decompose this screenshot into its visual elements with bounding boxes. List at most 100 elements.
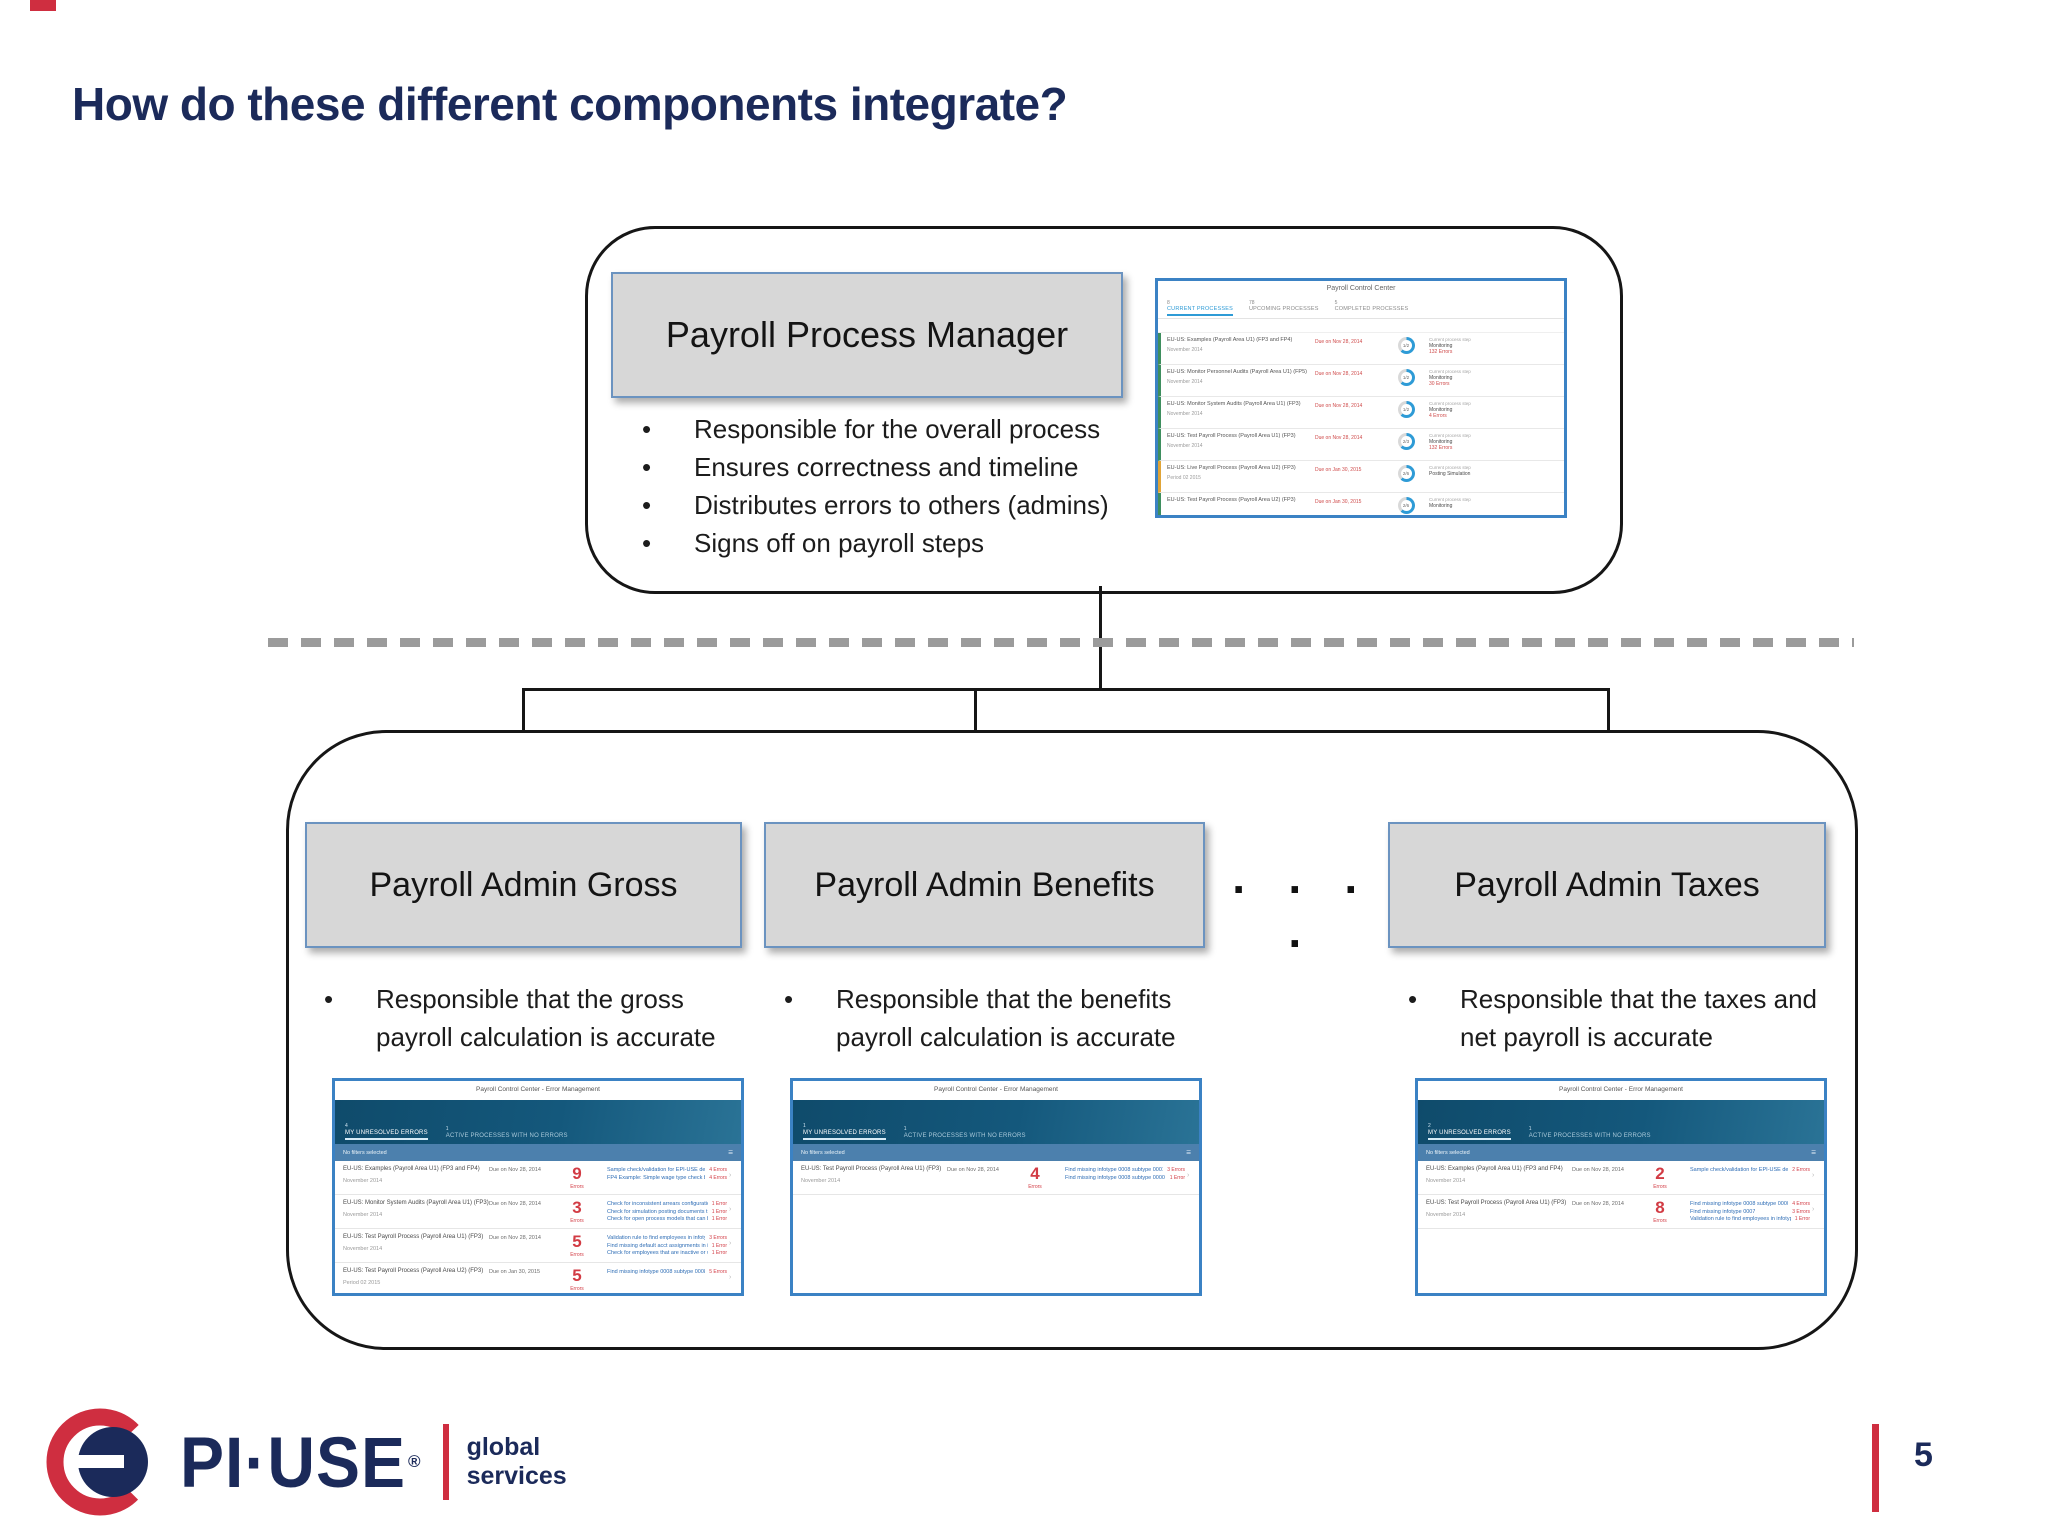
link-error-count: 1 Error	[1169, 1174, 1185, 1181]
error-count: 30 Errors	[1429, 381, 1450, 387]
error-link[interactable]: Check for employees that are inactive or…	[607, 1250, 708, 1256]
link-error-count: 4 Errors	[1792, 1201, 1810, 1207]
process-period: November 2014	[343, 1211, 383, 1218]
error-link[interactable]: Find missing infotype 0008 subtype 0008	[607, 1269, 706, 1275]
due-date: Due on Jan 30, 2015	[489, 1269, 541, 1275]
process-title: EU-US: Monitor Personnel Audits (Payroll…	[1167, 369, 1307, 375]
process-title: EU-US: Live Payroll Process (Payroll Are…	[1167, 465, 1296, 471]
chevron-right-icon[interactable]: ›	[1812, 1206, 1815, 1213]
error-row[interactable]: EU-US: Test Payroll Process (Payroll Are…	[1418, 1195, 1824, 1229]
chevron-right-icon[interactable]: ›	[729, 1274, 732, 1281]
progress-value: 2/3	[1400, 436, 1412, 447]
tab-count: 4	[345, 1123, 348, 1129]
page-number-bar	[1872, 1424, 1879, 1512]
tab-my-unresolved-errors[interactable]: 1 MY UNRESOLVED ERRORS	[803, 1123, 886, 1140]
process-title: EU-US: Test Payroll Process (Payroll Are…	[343, 1268, 484, 1274]
bullet-icon: •	[324, 984, 334, 1014]
error-link[interactable]: Check for open process models that can b…	[607, 1216, 708, 1222]
link-error-count: 4 Errors	[709, 1167, 727, 1173]
error-link[interactable]: Find missing infotype 0008 subtype 0000	[1065, 1174, 1165, 1181]
process-title: EU-US: Monitor System Audits (Payroll Ar…	[1167, 401, 1301, 407]
error-row[interactable]: EU-US: Examples (Payroll Area U1) (FP3 a…	[335, 1161, 741, 1195]
list-item: • Distributes errors to others (admins)	[636, 486, 1136, 524]
process-period: November 2014	[343, 1245, 383, 1252]
tab-completed-processes[interactable]: 5 COMPLETED PROCESSES	[1335, 300, 1409, 318]
progress-ring: 2/6	[1397, 465, 1415, 482]
chevron-right-icon[interactable]: ›	[1187, 1172, 1190, 1179]
bullet-icon: •	[642, 528, 652, 558]
em-header: 2 MY UNRESOLVED ERRORS 1 ACTIVE PROCESSE…	[1418, 1100, 1824, 1144]
error-link[interactable]: Sample check/validation for EPI-USE desi…	[607, 1167, 706, 1173]
process-row[interactable]: EU-US: Test Payroll Process (Payroll Are…	[1158, 429, 1564, 461]
filter-bar[interactable]: No filters selected ☰	[1418, 1144, 1824, 1161]
tab-label: UPCOMING PROCESSES	[1248, 306, 1319, 312]
tab-my-unresolved-errors[interactable]: 4 MY UNRESOLVED ERRORS	[345, 1123, 428, 1140]
tab-count: 8	[1167, 300, 1170, 306]
error-link[interactable]: Sample check/validation for EPI-USE desi…	[1690, 1167, 1789, 1173]
tab-active-processes-no-errors[interactable]: 1 ACTIVE PROCESSES WITH NO ERRORS	[446, 1126, 568, 1140]
progress-value: 1/2	[1400, 372, 1412, 383]
filter-bar[interactable]: No filters selected ☰	[335, 1144, 741, 1161]
connector-horizontal	[522, 688, 1609, 691]
process-row[interactable]: EU-US: Live Payroll Process (Payroll Are…	[1158, 461, 1564, 493]
chevron-right-icon[interactable]: ›	[1812, 1172, 1815, 1179]
error-row[interactable]: EU-US: Test Payroll Process (Payroll Are…	[335, 1229, 741, 1263]
process-row[interactable]: EU-US: Test Payroll Process (Payroll Are…	[1158, 493, 1564, 515]
error-link[interactable]: Check for simulation posting documents t…	[607, 1208, 708, 1215]
due-date: Due on Nov 28, 2014	[489, 1235, 541, 1241]
bullet-text: Distributes errors to others (admins)	[694, 490, 1109, 520]
progress-value: 1/2	[1400, 340, 1412, 351]
error-link[interactable]: Find missing infotype 0008 subtype 0000	[1690, 1201, 1789, 1207]
error-row[interactable]: EU-US: Test Payroll Process (Payroll Are…	[335, 1263, 741, 1293]
bullet-text: Responsible for the overall process	[694, 414, 1101, 444]
error-link[interactable]: Find missing infotype 0008 subtype 0001	[1065, 1167, 1164, 1173]
filter-label: No filters selected	[1426, 1149, 1470, 1156]
tab-active-processes-no-errors[interactable]: 1 ACTIVE PROCESSES WITH NO ERRORS	[1529, 1126, 1651, 1140]
filter-icon[interactable]: ☰	[1186, 1149, 1191, 1156]
error-row[interactable]: EU-US: Monitor System Audits (Payroll Ar…	[335, 1195, 741, 1229]
chevron-right-icon[interactable]: ›	[729, 1206, 732, 1213]
tab-count: 1	[903, 1126, 907, 1132]
step-name: Monitoring	[1429, 342, 1453, 349]
screenshot-title: Payroll Control Center	[1326, 285, 1396, 292]
step-name: Monitoring	[1429, 502, 1453, 509]
due-date: Due on Nov 28, 2014	[947, 1167, 999, 1173]
link-error-count: 5 Errors	[709, 1269, 727, 1275]
tab-current-processes[interactable]: 8 CURRENT PROCESSES	[1167, 300, 1233, 318]
tab-active-processes-no-errors[interactable]: 1 ACTIVE PROCESSES WITH NO ERRORS	[904, 1126, 1026, 1140]
step-caption: Current process step	[1429, 401, 1471, 406]
bullet-text: Signs off on payroll steps	[694, 528, 985, 558]
due-date: Due on Nov 28, 2014	[1315, 339, 1363, 345]
process-row[interactable]: EU-US: Examples (Payroll Area U1) (FP3 a…	[1158, 333, 1564, 365]
error-link[interactable]: Check for inconsistent arrears configura…	[607, 1201, 708, 1207]
gross-error-screenshot: Payroll Control Center - Error Managemen…	[332, 1078, 744, 1296]
error-link[interactable]: FP4 Example: Simple wage type check betw…	[607, 1174, 705, 1181]
link-error-count: 1 Error	[711, 1201, 727, 1207]
filter-bar[interactable]: No filters selected ☰	[793, 1144, 1199, 1161]
page-title: How do these different components integr…	[72, 77, 1068, 130]
error-link[interactable]: Find missing infotype 0007	[1690, 1208, 1756, 1215]
page-number: 5	[1914, 1436, 1933, 1474]
step-name: Monitoring	[1429, 438, 1453, 445]
error-count: 132 Errors	[1429, 445, 1453, 451]
logo-tagline: global services	[466, 1433, 567, 1490]
process-period: November 2014	[801, 1177, 841, 1184]
process-row[interactable]: EU-US: Monitor Personnel Audits (Payroll…	[1158, 365, 1564, 397]
error-row[interactable]: EU-US: Examples (Payroll Area U1) (FP3 a…	[1418, 1161, 1824, 1195]
tab-my-unresolved-errors[interactable]: 2 MY UNRESOLVED ERRORS	[1428, 1123, 1511, 1140]
error-total: 5	[572, 1266, 582, 1285]
filter-icon[interactable]: ☰	[728, 1149, 733, 1156]
chevron-right-icon[interactable]: ›	[729, 1240, 732, 1247]
pcc-toolbar	[1158, 319, 1564, 333]
filter-icon[interactable]: ☰	[1811, 1149, 1816, 1156]
error-link[interactable]: Find missing default acct assignments in…	[607, 1242, 708, 1249]
tab-label: CURRENT PROCESSES	[1167, 306, 1233, 316]
chevron-right-icon[interactable]: ›	[729, 1172, 732, 1179]
tab-upcoming-processes[interactable]: 78 UPCOMING PROCESSES	[1249, 300, 1319, 318]
process-row[interactable]: EU-US: Monitor System Audits (Payroll Ar…	[1158, 397, 1564, 429]
error-link[interactable]: Validation rule to find employees in inf…	[607, 1235, 705, 1241]
filter-label: No filters selected	[801, 1149, 845, 1156]
payroll-process-manager-label: Payroll Process Manager	[665, 314, 1069, 355]
error-link[interactable]: Validation rule to find employees in inf…	[1690, 1216, 1791, 1222]
error-row[interactable]: EU-US: Test Payroll Process (Payroll Are…	[793, 1161, 1199, 1195]
